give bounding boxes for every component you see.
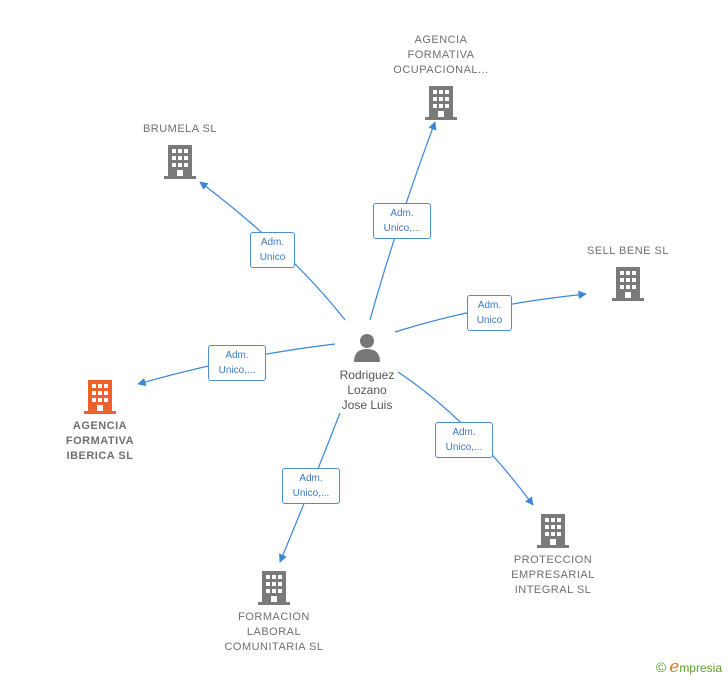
company-name: BRUMELA SL — [142, 123, 218, 135]
building-icon — [425, 86, 457, 120]
company-node-agencia-iberica[interactable]: AGENCIA FORMATIVA IBERICA SL — [50, 378, 150, 464]
empresia-logo: ©empresia — [656, 657, 722, 677]
brand-e: e — [669, 657, 680, 677]
role-label-sell-bene[interactable]: Adm. Unico — [467, 295, 512, 331]
role-label-agencia-ocupacional[interactable]: Adm. Unico,... — [373, 203, 431, 239]
role-label-formacion[interactable]: Adm. Unico,... — [282, 468, 340, 504]
company-name: PROTECCION EMPRESARIAL INTEGRAL SL — [511, 554, 595, 596]
building-icon — [84, 380, 116, 414]
copyright-symbol: © — [655, 659, 667, 675]
building-icon — [537, 514, 569, 548]
person-icon — [354, 334, 380, 362]
role-label-proteccion[interactable]: Adm. Unico,... — [435, 422, 493, 458]
company-name: SELL BENE SL — [586, 245, 670, 257]
person-name: Rodriguez Lozano Jose Luis — [339, 368, 395, 412]
company-name: AGENCIA FORMATIVA OCUPACIONAL... — [393, 34, 489, 76]
role-label-agencia-iberica[interactable]: Adm. Unico,... — [208, 345, 266, 381]
company-node-formacion[interactable]: FORMACION LABORAL COMUNITARIA SL — [214, 569, 334, 655]
company-node-brumela[interactable]: BRUMELA SL — [130, 122, 230, 179]
person-node[interactable]: Rodriguez Lozano Jose Luis — [324, 332, 410, 413]
company-node-proteccion[interactable]: PROTECCION EMPRESARIAL INTEGRAL SL — [498, 512, 608, 598]
building-icon — [164, 145, 196, 179]
company-name: AGENCIA FORMATIVA IBERICA SL — [65, 420, 135, 462]
building-icon — [612, 267, 644, 301]
company-name: FORMACION LABORAL COMUNITARIA SL — [224, 611, 324, 653]
company-node-agencia-ocupacional[interactable]: AGENCIA FORMATIVA OCUPACIONAL... — [380, 33, 502, 120]
building-icon — [258, 571, 290, 605]
company-node-sell-bene[interactable]: SELL BENE SL — [578, 244, 678, 301]
brand-text: mpresia — [679, 661, 722, 675]
role-label-brumela[interactable]: Adm. Unico — [250, 232, 295, 268]
